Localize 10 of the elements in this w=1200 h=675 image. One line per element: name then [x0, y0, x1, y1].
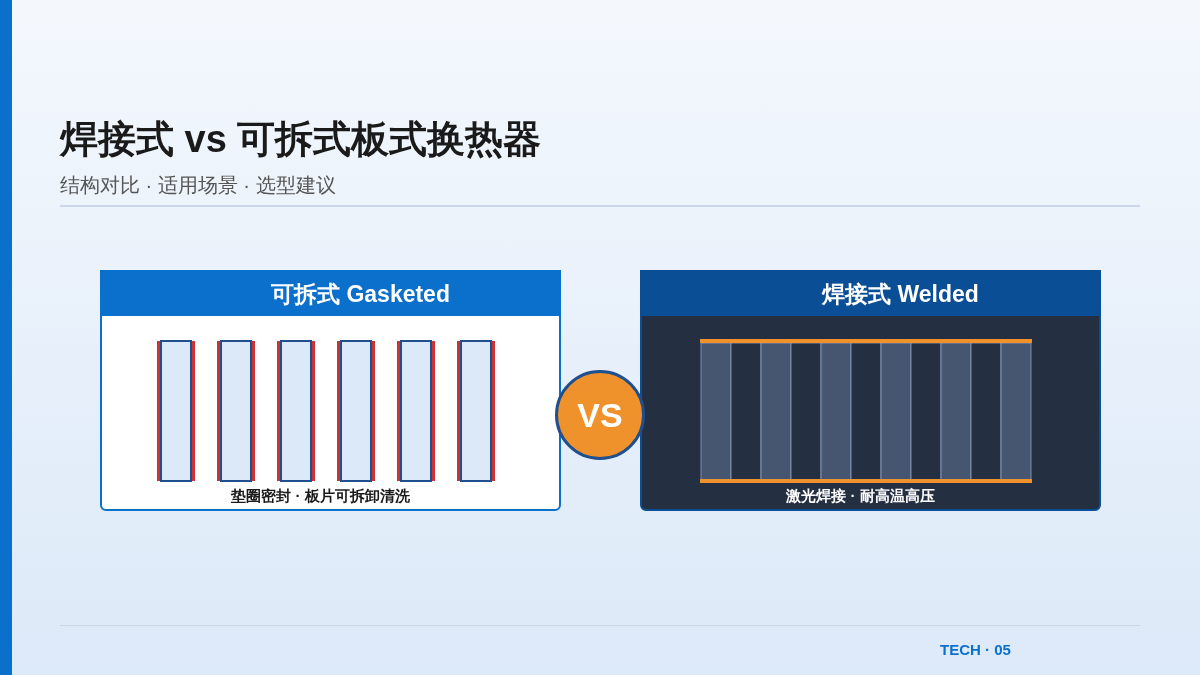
vs-text: VS: [577, 394, 623, 436]
comparison-panel: [100, 270, 561, 511]
panel-caption: 垫圈密封 · 板片可拆卸清洗: [231, 485, 411, 506]
panel-caption: 激光焊接 · 耐高温高压: [786, 485, 936, 506]
comparison-panel: [640, 270, 1101, 511]
page-number: TECH · 05: [940, 640, 1011, 660]
panel-title: 可拆式 Gasketed: [270, 279, 450, 309]
page-title: 焊接式 vs 可拆式板式换热器: [60, 117, 542, 162]
subtitle: 结构对比 · 适用场景 · 选型建议: [60, 173, 336, 198]
panel-title: 焊接式 Welded: [820, 279, 979, 309]
